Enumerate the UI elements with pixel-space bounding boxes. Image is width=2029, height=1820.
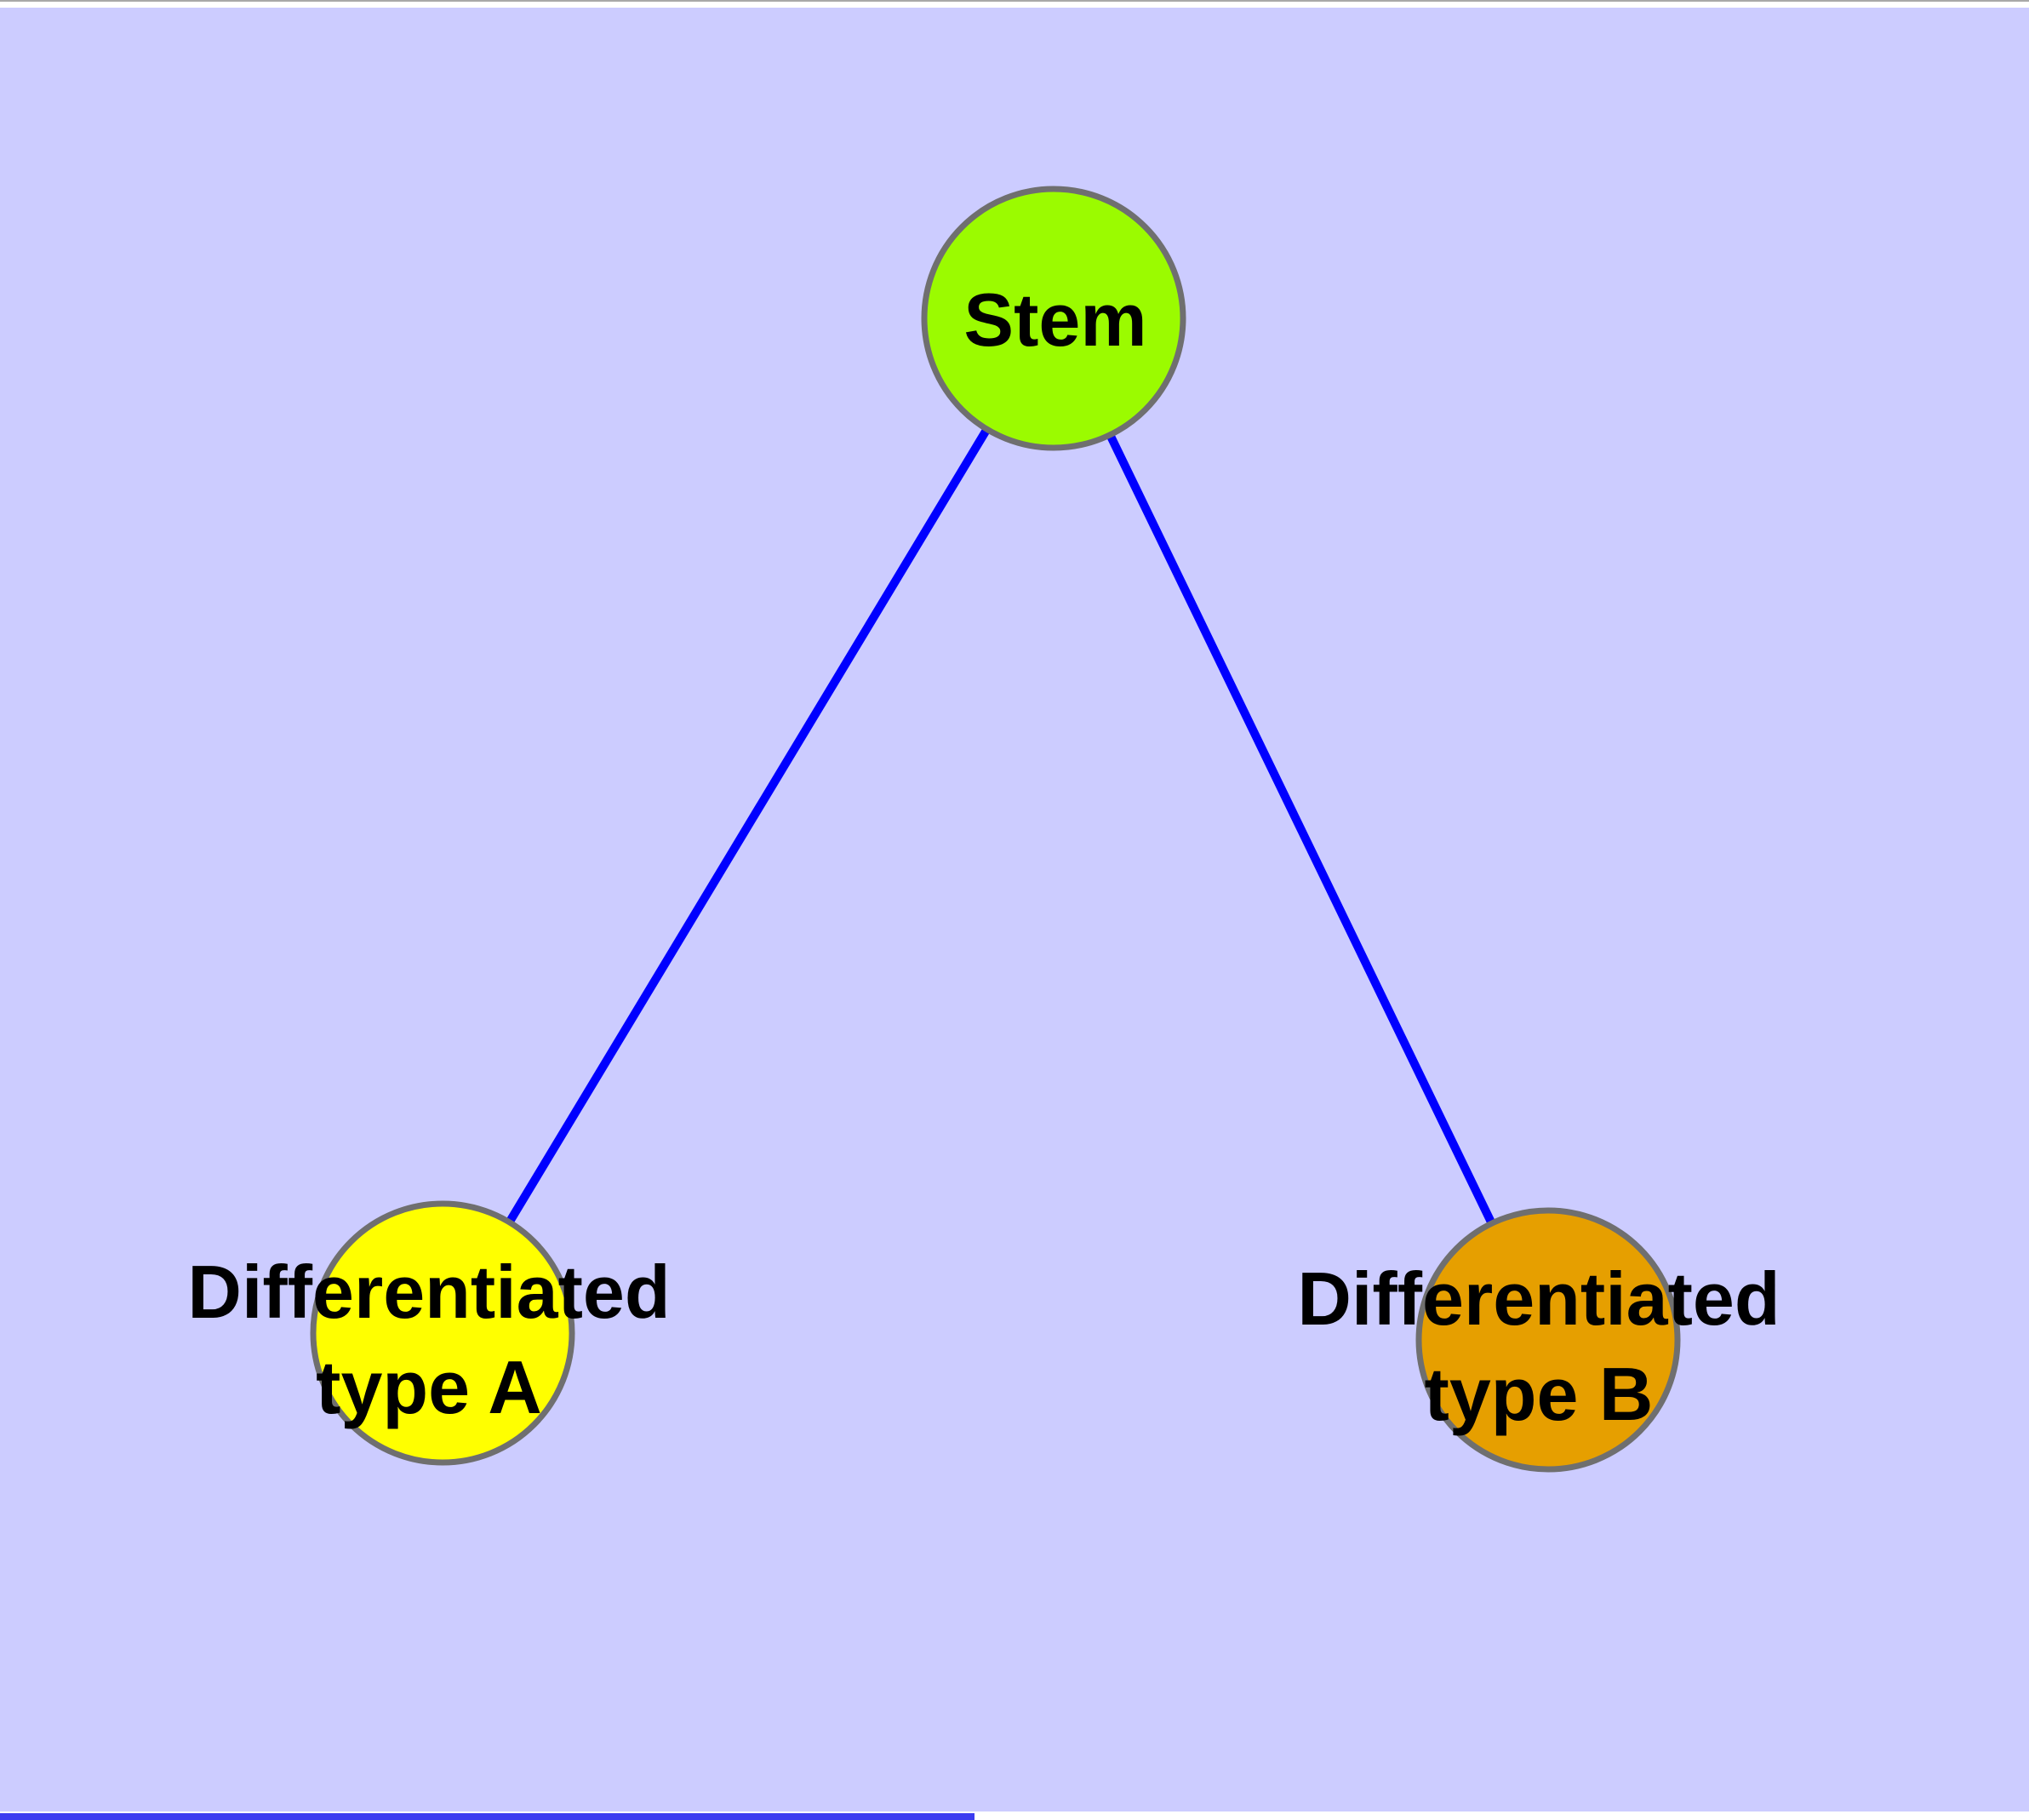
edge-stem-to-type-a bbox=[438, 316, 1058, 1336]
node-differentiated-type-a: Differentiated type A bbox=[187, 1200, 671, 1466]
node-type-a-circle bbox=[310, 1200, 575, 1466]
edge-stem-to-type-b bbox=[1049, 316, 1552, 1342]
node-stem: Stem bbox=[921, 186, 1186, 451]
node-type-b-circle bbox=[1415, 1207, 1681, 1473]
node-stem-circle bbox=[921, 186, 1186, 451]
horizontal-scrollbar-thumb[interactable] bbox=[0, 1813, 974, 1820]
node-type-b-label-line2: type B bbox=[1425, 1352, 1654, 1436]
node-type-b-label-line1: Differentiated bbox=[1297, 1256, 1780, 1341]
node-type-a-label-line2: type A bbox=[316, 1345, 542, 1429]
window-top-border bbox=[0, 0, 2029, 8]
node-stem-label: Stem bbox=[963, 278, 1146, 362]
node-type-a-label-line1: Differentiated bbox=[187, 1250, 670, 1334]
node-differentiated-type-b: Differentiated type B bbox=[1297, 1207, 1780, 1473]
edge-layer bbox=[438, 316, 1552, 1342]
horizontal-scrollbar-track[interactable] bbox=[0, 1811, 2029, 1820]
